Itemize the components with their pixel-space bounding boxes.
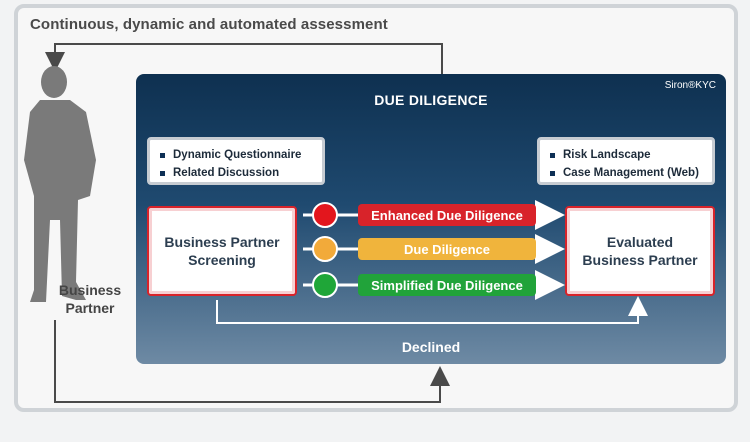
- risk-dot-green: [312, 272, 338, 298]
- screening-line-2: Screening: [188, 252, 256, 268]
- person-label: Business Partner: [50, 281, 130, 317]
- list-item: Related Discussion: [160, 164, 312, 182]
- bullet-icon: [550, 170, 555, 176]
- declined-arrow: [216, 296, 648, 324]
- list-item: Risk Landscape: [550, 146, 702, 164]
- evaluated-line-1: Evaluated: [606, 234, 674, 250]
- risk-dot-red: [312, 202, 338, 228]
- person-label-line-1: Business: [58, 282, 122, 298]
- left-info-box: Dynamic Questionnaire Related Discussion: [147, 137, 325, 185]
- feedback-arrow-bottom: [54, 320, 450, 403]
- list-item-label: Case Management (Web): [563, 167, 699, 179]
- list-item-label: Related Discussion: [173, 167, 280, 179]
- list-item-label: Risk Landscape: [563, 149, 651, 161]
- bullet-icon: [160, 152, 165, 158]
- evaluated-line-2: Business Partner: [582, 252, 698, 268]
- list-item: Dynamic Questionnaire: [160, 146, 312, 164]
- bullet-icon: [550, 152, 555, 158]
- screening-line-1: Business Partner: [164, 234, 280, 250]
- feedback-arrow-top: [45, 43, 443, 74]
- panel-title: DUE DILIGENCE: [374, 92, 488, 108]
- declined-label: Declined: [401, 339, 461, 355]
- risk-dot-yellow: [312, 236, 338, 262]
- path-due-diligence: Due Diligence: [358, 238, 536, 260]
- right-info-box: Risk Landscape Case Management (Web): [537, 137, 715, 185]
- path-enhanced-due-diligence: Enhanced Due Diligence: [358, 204, 536, 226]
- diagram-title: Continuous, dynamic and automated assess…: [30, 16, 388, 33]
- path-simplified-due-diligence: Simplified Due Diligence: [358, 274, 536, 296]
- person-label-line-2: Partner: [65, 300, 115, 316]
- person-silhouette-icon: [24, 66, 96, 302]
- brand-label: Siron®KYC: [664, 80, 716, 91]
- bullet-icon: [160, 170, 165, 176]
- list-item-label: Dynamic Questionnaire: [173, 149, 302, 161]
- list-item: Case Management (Web): [550, 164, 702, 182]
